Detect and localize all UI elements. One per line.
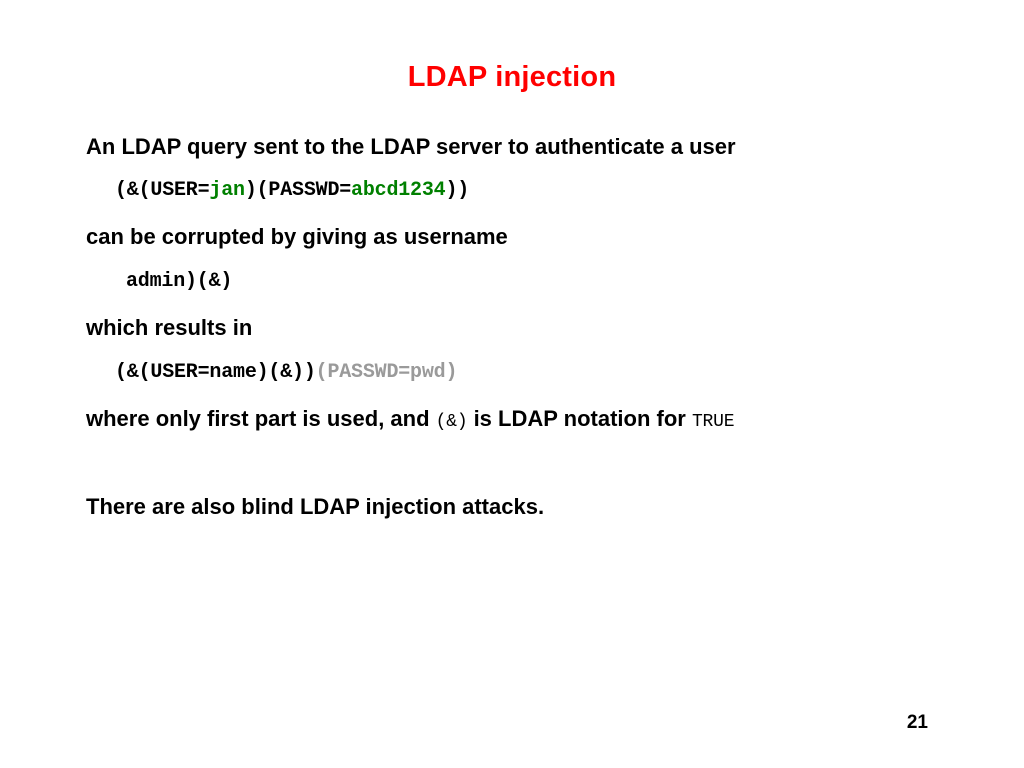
explanation-segment-b: is LDAP notation for bbox=[467, 406, 692, 431]
page-title: LDAP injection bbox=[407, 61, 617, 93]
body-line-results-in: which results in bbox=[86, 315, 253, 340]
code-query-suffix: )) bbox=[445, 179, 470, 202]
body-line-intro: An LDAP query sent to the LDAP server to… bbox=[86, 134, 736, 159]
code-query-middle: )(PASSWD= bbox=[244, 179, 352, 202]
code-line-injected-username: admin)(&) bbox=[126, 270, 233, 293]
explanation-mono-true: TRUE bbox=[691, 412, 735, 432]
page-number: 21 bbox=[906, 712, 928, 733]
code-query-prefix: (&(USER= bbox=[115, 179, 210, 202]
code-query-user-value: jan bbox=[209, 179, 245, 202]
body-line-blind-attacks: There are also blind LDAP injection atta… bbox=[86, 494, 545, 519]
body-line-explanation: where only first part is used, and (&) i… bbox=[86, 405, 735, 436]
explanation-segment-a: where only first part is used, and bbox=[86, 406, 436, 431]
code-result-ignored-part: (PASSWD=pwd) bbox=[315, 361, 458, 384]
explanation-mono-and-operator: (&) bbox=[435, 412, 468, 432]
code-line-resulting-query: (&(USER=name)(&))(PASSWD=pwd) bbox=[115, 360, 457, 386]
body-line-corrupted: can be corrupted by giving as username bbox=[86, 224, 508, 249]
code-result-active-part: (&(USER=name)(&)) bbox=[115, 361, 316, 384]
code-query-passwd-value: abcd1234 bbox=[351, 179, 446, 202]
code-line-ldap-query: (&(USER=jan)(PASSWD=abcd1234)) bbox=[115, 178, 469, 204]
